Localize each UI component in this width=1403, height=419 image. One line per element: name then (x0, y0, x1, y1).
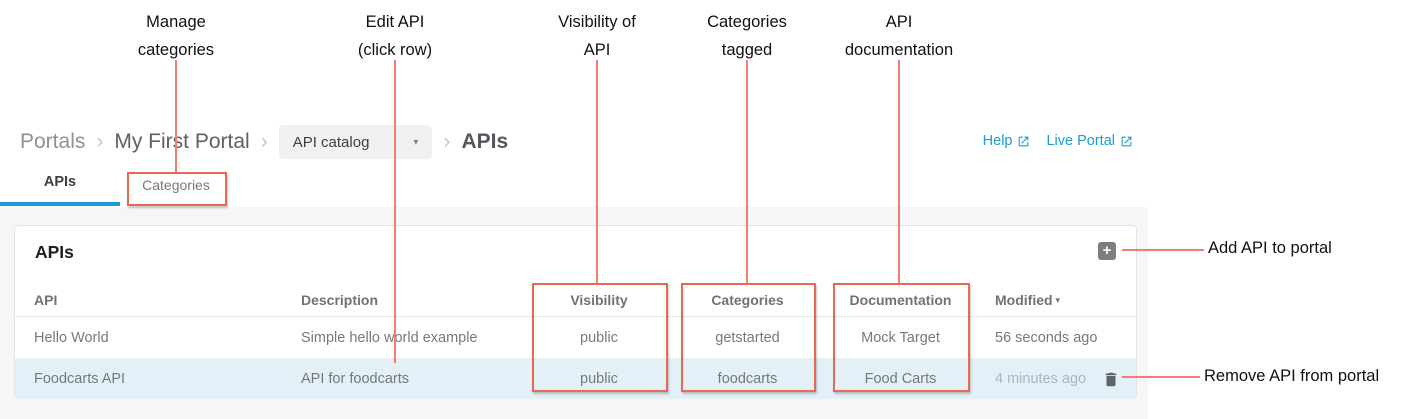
tab-categories[interactable]: Categories (127, 174, 225, 196)
annotation-line-edit-api (394, 60, 396, 363)
annotation-line-categories (746, 60, 748, 283)
catalog-dropdown-value: API catalog (292, 133, 370, 151)
plus-icon: + (1102, 242, 1112, 259)
cell-documentation: Food Carts (864, 371, 937, 387)
header-links: Help Live Portal (983, 133, 1133, 149)
table-row[interactable]: Hello World Simple hello world example p… (15, 317, 1136, 359)
annotation-line-add-api (1122, 249, 1204, 251)
breadcrumb-chevron-icon: › (260, 130, 268, 153)
callout-remove-api: Remove API from portal (1204, 367, 1380, 385)
cell-categories: getstarted (715, 329, 780, 346)
cell-documentation: Mock Target (861, 329, 940, 346)
cell-visibility: public (580, 329, 618, 346)
cell-visibility: public (580, 371, 618, 387)
callout-add-api: Add API to portal (1208, 239, 1332, 257)
active-tab-underline (0, 202, 120, 206)
card-title: APIs (35, 242, 74, 262)
cell-description: API for foodcarts (301, 371, 409, 387)
col-header-categories: Categories (711, 291, 784, 308)
breadcrumb: Portals › My First Portal › API catalog … (20, 122, 508, 162)
cell-modified: 56 seconds ago (995, 329, 1098, 346)
cell-api: Hello World (34, 329, 109, 346)
annotation-line-visibility (596, 60, 598, 283)
add-api-button[interactable]: + (1098, 242, 1116, 260)
breadcrumb-chevron-icon: › (443, 130, 451, 153)
sort-desc-icon: ▾ (1055, 294, 1061, 305)
help-link[interactable]: Help (983, 133, 1031, 149)
external-link-icon (1120, 135, 1133, 148)
callout-edit-api: Edit API(click row) (357, 13, 433, 59)
col-header-documentation: Documentation (849, 291, 952, 308)
breadcrumb-chevron-icon: › (96, 130, 104, 153)
apis-card: APIs + API Description Visibility Catego… (14, 225, 1137, 399)
annotation-line-remove-api (1122, 376, 1200, 378)
breadcrumb-portal-link[interactable]: My First Portal (114, 130, 250, 153)
live-portal-link[interactable]: Live Portal (1046, 133, 1133, 149)
col-header-api: API (34, 291, 58, 308)
col-header-visibility: Visibility (570, 291, 628, 308)
trash-icon (1102, 370, 1120, 389)
table-row[interactable]: Foodcarts API API for foodcarts public f… (15, 359, 1136, 399)
breadcrumb-current-page: APIs (461, 130, 509, 153)
card-header: APIs + (15, 226, 1136, 283)
external-link-icon (1017, 135, 1030, 148)
col-header-modified[interactable]: Modified▾ (995, 291, 1061, 308)
catalog-dropdown[interactable]: API catalog ▾ (278, 125, 433, 159)
cell-modified: 4 minutes ago (995, 371, 1087, 387)
remove-api-button[interactable] (1102, 370, 1120, 389)
col-header-description: Description (301, 291, 379, 308)
cell-description: Simple hello world example (301, 329, 478, 346)
tab-apis[interactable]: APIs (43, 174, 77, 190)
cell-api: Foodcarts API (34, 371, 126, 387)
annotation-line-documentation (898, 60, 900, 283)
breadcrumb-portals-link[interactable]: Portals (20, 130, 86, 153)
cell-categories: foodcarts (717, 371, 778, 387)
annotation-line-manage-categories (175, 60, 177, 172)
table-header-row: API Description Visibility Categories Do… (15, 283, 1136, 317)
chevron-down-icon: ▾ (413, 136, 419, 148)
